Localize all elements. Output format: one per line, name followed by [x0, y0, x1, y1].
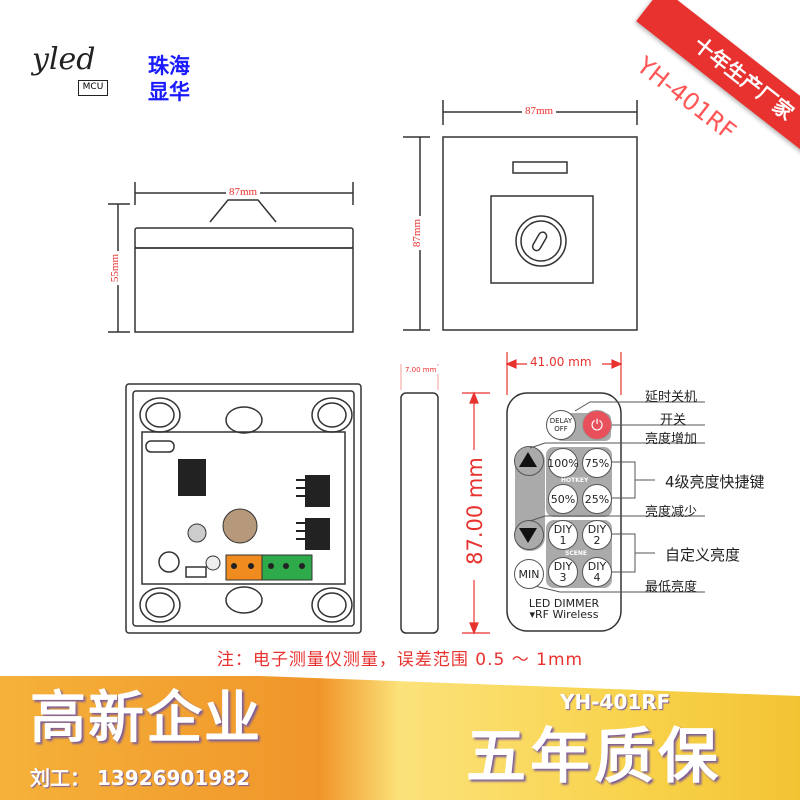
chip-icon: MCU — [78, 80, 108, 96]
power-button[interactable]: ⏻ — [582, 410, 612, 440]
banner-contact: 刘工： 13926901982 — [30, 766, 251, 790]
company-city: 珠海 — [148, 54, 190, 78]
banner-cutout — [260, 676, 800, 696]
callout-hotkeys: 4级亮度快捷键 — [665, 473, 765, 491]
remote-width-dim: 41.00 mm — [530, 355, 592, 369]
diy2-button[interactable]: DIY 2 — [582, 520, 612, 550]
front-height-dim: 87mm — [411, 215, 424, 251]
callout-dimmer: 亮度减少 — [645, 505, 698, 520]
power-icon: ⏻ — [591, 415, 603, 434]
callout-min: 最低亮度 — [645, 580, 698, 595]
scene-label: SCENE — [565, 550, 587, 557]
brightness-down-button[interactable] — [514, 520, 544, 550]
callout-power: 开关 — [660, 413, 687, 428]
front-width-dim: 87mm — [522, 105, 557, 117]
hotkey-label: HOTKEY — [561, 477, 589, 484]
diy3-button[interactable]: DIY 3 — [548, 557, 578, 587]
bottom-banner: 高新企业 刘工： 13926901982 YH-401RF 五年质保 — [0, 676, 800, 800]
diy4-button[interactable]: DIY 4 — [582, 557, 612, 587]
banner-left-title: 高新企业 — [30, 686, 262, 751]
hotkey-100-button[interactable]: 100% — [547, 448, 579, 478]
callout-custom: 自定义亮度 — [665, 546, 741, 564]
brightness-up-button[interactable] — [514, 446, 544, 476]
hotkey-75-button[interactable]: 75% — [582, 448, 612, 478]
depth-height-dim: 87.00 mm — [463, 456, 487, 566]
logo-wordmark: yled — [32, 42, 96, 77]
hotkey-25-button[interactable]: 25% — [582, 484, 612, 514]
remote-brand-line2: RF Wireless — [535, 608, 599, 621]
diy1-button[interactable]: DIY 1 — [548, 520, 578, 550]
banner-right-title: 五年质保 — [466, 722, 722, 792]
company-name: 珠海 显华 — [148, 53, 190, 105]
chip-label: MCU — [82, 82, 104, 92]
banner-model: YH-401RF — [560, 690, 671, 714]
callout-brighter: 亮度增加 — [645, 432, 698, 447]
remote-brand-line1: LED DIMMER — [528, 597, 600, 610]
side-height-dim: 55mm — [109, 250, 122, 286]
min-button[interactable]: MIN — [514, 559, 544, 589]
side-width-dim: 87mm — [226, 186, 261, 198]
wireless-icon: ▾ — [529, 608, 536, 621]
callout-delay-off: 延时关机 — [645, 390, 698, 405]
hotkey-50-button[interactable]: 50% — [548, 484, 578, 514]
company-short: 显华 — [148, 80, 190, 104]
depth-dim: 7.00 mm — [402, 366, 440, 374]
logo: yled MCU — [28, 42, 138, 107]
remote-brand: LED DIMMER ▾RF Wireless — [507, 598, 621, 620]
measurement-note: 注：电子测量仪测量，误差范围 0.5 ～ 1mm — [216, 650, 584, 670]
